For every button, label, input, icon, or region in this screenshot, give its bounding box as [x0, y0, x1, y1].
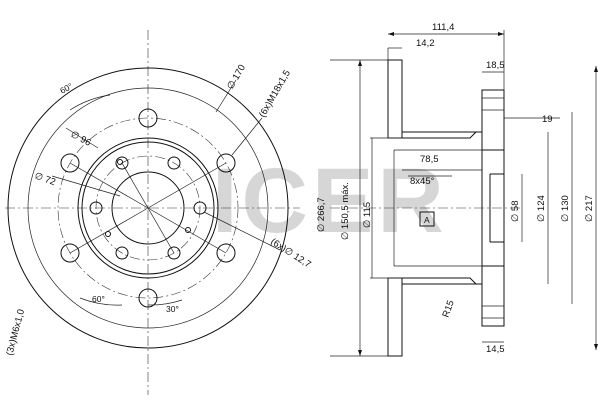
angle-30-label: 30°	[166, 304, 179, 314]
d170-label: ∅ 170	[225, 63, 248, 92]
m6-hole	[117, 159, 123, 165]
datum-box	[419, 211, 435, 227]
m18-hole	[216, 243, 236, 263]
leader-d96	[65, 127, 99, 149]
chamfer-label: 8x45°	[410, 176, 435, 187]
wheel-stud-hole	[193, 201, 207, 215]
watermark-logo: ICER	[212, 150, 448, 252]
dim-111-4-label: 111,4	[432, 22, 454, 33]
dim-14-2-label: 14,2	[416, 38, 435, 49]
leader-d170	[215, 79, 237, 113]
m6-hole	[105, 231, 111, 237]
d115-label: ∅ 115	[362, 202, 373, 228]
disc-outer-circle	[7, 67, 289, 349]
datum-label: A	[424, 215, 430, 225]
d130-label: ∅ 130	[560, 195, 571, 222]
dim-19-label: 19	[542, 114, 553, 125]
m18-hole	[138, 108, 158, 128]
hub-section	[481, 149, 505, 267]
friction-ring-inner-circle	[27, 87, 269, 329]
radius-label: R15	[440, 299, 456, 319]
radial-line	[147, 207, 227, 254]
thread-6x-label: (6x)M18x1,5	[257, 68, 293, 119]
angle-bottom-label: 60°	[92, 294, 105, 304]
m18-hole	[138, 288, 158, 308]
radial-line	[69, 162, 149, 209]
d58-label: ∅ 58	[510, 201, 521, 222]
wheel-stud-hole	[167, 246, 181, 260]
radial-line	[121, 162, 149, 209]
hat-wall-inner	[402, 131, 477, 285]
friction-ring-top	[387, 59, 403, 139]
hat-circle-outer	[77, 137, 219, 279]
m18-hole	[216, 153, 236, 173]
dim-18-5-label: 18,5	[486, 60, 505, 71]
section-view: A 111,4 14,2 18,5 19 78,5 8x45° ∅ 266,7 …	[316, 22, 598, 357]
angle-arc-30	[147, 299, 183, 306]
dim-14-5-label: 14,5	[486, 344, 505, 355]
m18-hole	[60, 243, 80, 263]
wheel-stud-hole	[115, 156, 129, 170]
d72-label: ∅ 72	[33, 170, 57, 188]
angle-arc-bottom	[79, 297, 123, 306]
friction-ring-bottom	[387, 277, 403, 357]
hat-wall	[402, 131, 482, 285]
thread-3x-label: (3x)M6x1,0	[4, 308, 27, 357]
center-bore-72	[111, 171, 185, 245]
angle-arc-top	[69, 94, 111, 111]
wheel-stud-hole	[89, 201, 103, 215]
angle-top-label: 60°	[58, 81, 74, 96]
d150-5-label: ∅ 150,5 máx.	[340, 182, 351, 240]
leader-thread	[231, 117, 263, 156]
d217-label: ∅ 217	[584, 195, 595, 222]
m18-hole	[60, 153, 80, 173]
hat-circle-inner	[81, 141, 215, 275]
wheel-stud-hole	[115, 246, 129, 260]
radial-line	[147, 207, 175, 254]
leader-d72	[51, 175, 121, 197]
bolt-circle-96	[95, 155, 201, 261]
dim-78-5-label: 78,5	[420, 154, 439, 165]
bolt-circle-170	[57, 117, 239, 299]
wheel-stud-hole	[167, 156, 181, 170]
leader-holes	[203, 211, 281, 251]
radial-line	[69, 207, 149, 254]
radial-line	[147, 162, 227, 209]
d124-label: ∅ 124	[536, 195, 547, 222]
d96-label: ∅ 96	[69, 129, 93, 149]
d266-7-label: ∅ 266,7	[316, 197, 327, 232]
